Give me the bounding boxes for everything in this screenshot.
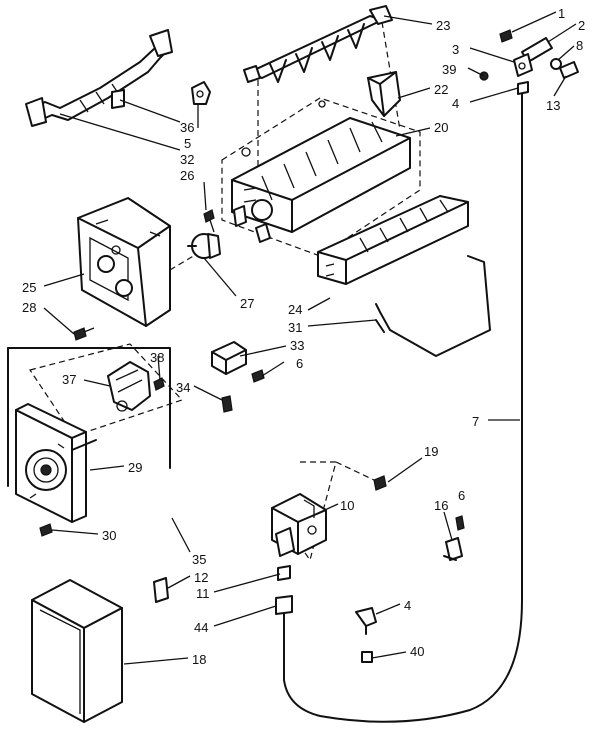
part-27-motor [187, 233, 221, 259]
callout-35: 35 [192, 552, 206, 567]
callout-16: 16 [434, 498, 448, 513]
callout-27: 27 [240, 296, 254, 311]
callout-5: 5 [184, 136, 191, 151]
callout-29: 29 [128, 460, 142, 475]
part-6-screw-a [251, 369, 265, 383]
part-35-module-box [7, 343, 184, 487]
callout-22: 22 [434, 82, 448, 97]
callout-6-clamp: 6 [458, 488, 465, 503]
callout-3: 3 [452, 42, 459, 57]
callout-4-bottom: 4 [404, 598, 411, 613]
part-13-fitting [559, 61, 579, 79]
part-44-fitting [275, 595, 293, 623]
part-11-nut [277, 565, 291, 581]
callout-25: 25 [22, 280, 36, 295]
part-3-valve-inlet [513, 53, 533, 77]
callout-10: 10 [340, 498, 354, 513]
part-4-grommet-a [517, 81, 529, 95]
callout-28: 28 [22, 300, 36, 315]
callout-31: 31 [288, 320, 302, 335]
callout-26: 26 [180, 168, 194, 183]
part-24-ice-stripper [317, 195, 469, 285]
callout-12: 12 [194, 570, 208, 585]
part-30-screw [39, 523, 53, 537]
callout-40: 40 [410, 644, 424, 659]
part-8-nut [550, 58, 562, 70]
callout-38: 38 [150, 350, 164, 365]
callout-labels: 1 2 3 39 4 8 13 23 22 20 36 5 32 26 25 2… [22, 6, 585, 667]
callout-34: 34 [176, 380, 190, 395]
callout-23: 23 [436, 18, 450, 33]
leader-lines [43, 11, 577, 665]
part-4-grommet-b [355, 607, 377, 635]
callout-20: 20 [434, 120, 448, 135]
part-28-screw [73, 327, 95, 341]
part-7-fill-tube [283, 93, 523, 723]
part-5-clip [111, 89, 125, 109]
callout-7: 7 [472, 414, 479, 429]
part-12-cap [153, 577, 169, 603]
part-34-screw [221, 395, 233, 413]
callout-4-top: 4 [452, 96, 459, 111]
callout-6-switch: 6 [296, 356, 303, 371]
part-19-screw [373, 475, 387, 491]
part-37-module-motor [107, 361, 151, 412]
part-18-cover [31, 579, 123, 723]
callout-19: 19 [424, 444, 438, 459]
part-26-screw [203, 209, 215, 233]
callout-2: 2 [578, 18, 585, 33]
part-32-wire-harness [25, 29, 173, 127]
callout-36: 36 [180, 120, 194, 135]
part-20-ice-mold [221, 97, 421, 257]
callout-33: 33 [290, 338, 304, 353]
part-1-screw [499, 29, 513, 43]
part-10-water-valve [271, 461, 337, 562]
callout-11: 11 [196, 586, 210, 601]
part-25-housing [77, 197, 201, 327]
callout-18: 18 [192, 652, 206, 667]
part-38-screw [153, 377, 165, 391]
callout-39: 39 [442, 62, 456, 77]
callout-32: 32 [180, 152, 194, 167]
part-6-screw-b [455, 515, 465, 531]
callout-24: 24 [288, 302, 302, 317]
callout-44: 44 [194, 620, 208, 635]
callout-1: 1 [558, 6, 565, 21]
callout-8: 8 [576, 38, 583, 53]
part-23-ejector [243, 5, 393, 83]
callout-37: 37 [62, 372, 76, 387]
part-33-switch [211, 341, 247, 375]
part-16-clamp [443, 537, 463, 561]
part-22-fill-cup [367, 71, 401, 117]
callout-30: 30 [102, 528, 116, 543]
part-31-bail-arm [375, 255, 491, 357]
part-36-connector [191, 81, 211, 105]
part-29-module-plate [15, 403, 97, 523]
callout-13: 13 [546, 98, 560, 113]
part-40-nut [361, 651, 373, 663]
